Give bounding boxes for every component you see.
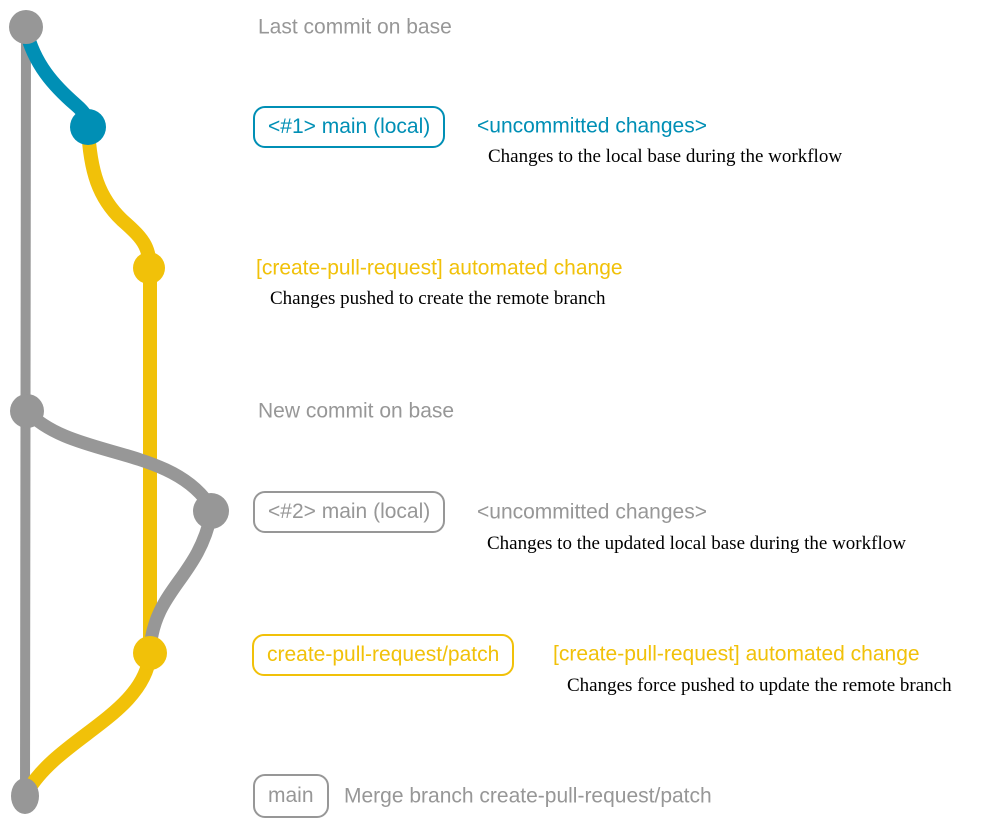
commit-detail-force-pushed: Changes force pushed to update the remot… [567, 675, 952, 696]
branch-tag-create-pull-request-patch: create-pull-request/patch [252, 634, 515, 676]
commit-message-new-commit-on-base: New commit on base [258, 399, 455, 423]
commit-dot-new-base [10, 394, 44, 428]
commit-dot-patch-2 [133, 636, 167, 670]
commit-detail-pushed-create: Changes pushed to create the remote bran… [270, 288, 606, 309]
commit-message-uncommitted-changes-1: <uncommitted changes> [477, 114, 707, 138]
branch-tag-main-local-2: <#2> main (local) [253, 491, 446, 533]
commit-message-last-commit-on-base: Last commit on base [258, 15, 452, 39]
base-into-patch-curve [143, 508, 218, 657]
commit-dot-last-base [9, 10, 43, 44]
commit-detail-updated-local-base: Changes to the updated local base during… [487, 533, 906, 554]
patch-branch-line [81, 120, 157, 660]
commit-dot-local-main-1 [70, 109, 106, 145]
commit-message-automated-change-2: [create-pull-request] automated change [553, 642, 920, 666]
commit-message-merge-branch: Merge branch create-pull-request/patch [344, 784, 712, 808]
commit-dot-patch-1 [133, 252, 165, 284]
commit-dot-local-main-2 [193, 493, 229, 529]
commit-message-uncommitted-changes-2: <uncommitted changes> [477, 500, 707, 524]
patch-merge-curve [20, 648, 157, 799]
base-update-curve [20, 404, 215, 510]
branch-tag-main: main [253, 774, 329, 818]
commit-message-automated-change-1: [create-pull-request] automated change [256, 256, 623, 280]
commit-dot-merge [11, 778, 39, 814]
commit-detail-local-base: Changes to the local base during the wor… [488, 146, 843, 167]
branch-tag-main-local-1: <#1> main (local) [253, 106, 446, 148]
